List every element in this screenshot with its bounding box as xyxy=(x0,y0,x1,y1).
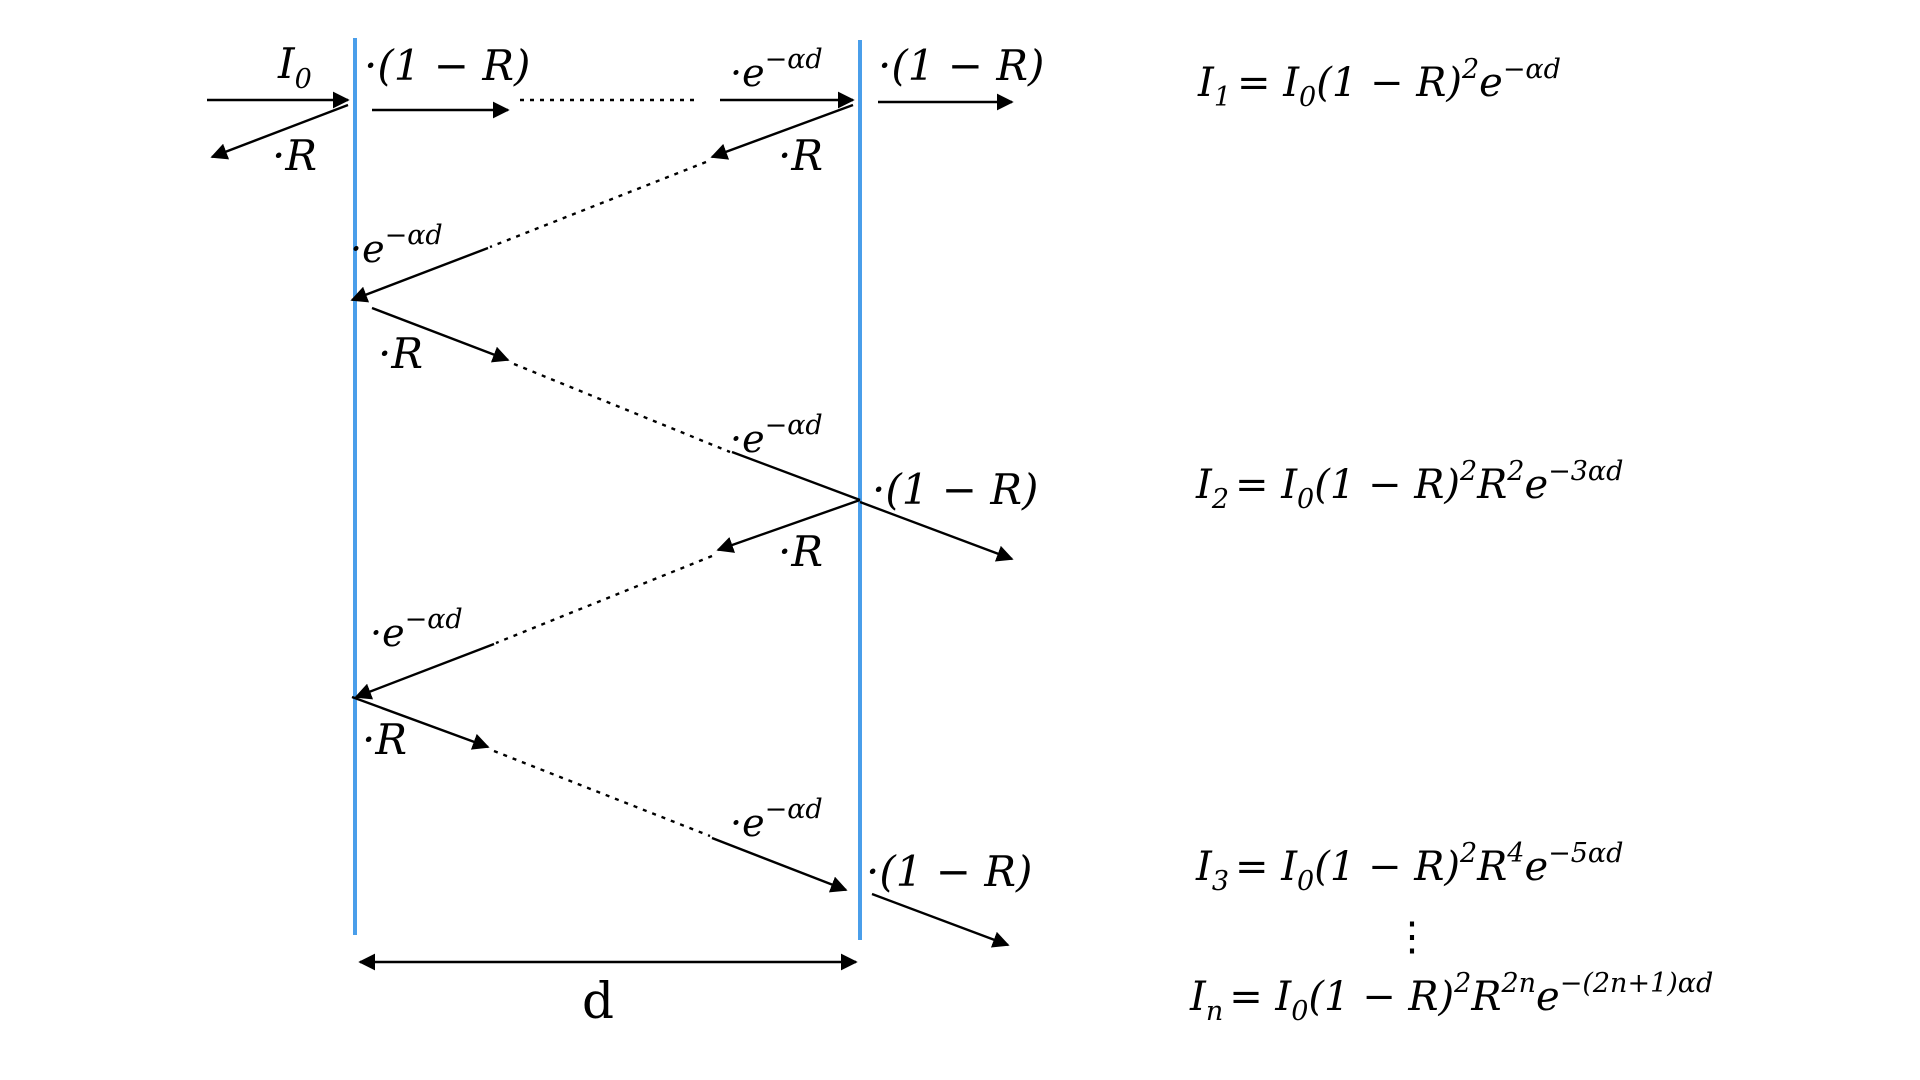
dashed-path-5 xyxy=(493,749,711,838)
transmit-label-3: ·(1 − R) xyxy=(872,465,1038,514)
atten-label-3: ·e−αd xyxy=(730,410,823,461)
reflected-ray-left-2 xyxy=(351,695,490,750)
output-ray-3 xyxy=(871,892,1010,948)
reflected-ray-right-2 xyxy=(716,498,861,553)
dashed-path-4 xyxy=(495,554,713,645)
attenuated-ray-3 xyxy=(731,450,861,502)
equation-1: I1= I0(1 − R)2e−αd xyxy=(1197,54,1561,113)
transmit-label-2: ·(1 − R) xyxy=(878,41,1044,90)
atten-label-1: ·e−αd xyxy=(730,44,823,95)
output-ray-2 xyxy=(859,500,1014,562)
reflect-label-2: ·R xyxy=(778,131,823,180)
reflect-label-5: ·R xyxy=(362,715,407,764)
atten-label-4: ·e−αd xyxy=(370,604,463,655)
dashed-path-2 xyxy=(489,160,707,249)
transmit-label-4: ·(1 − R) xyxy=(866,847,1032,896)
atten-label-2: ·e−αd xyxy=(350,220,443,271)
attenuated-ray-5 xyxy=(711,836,848,893)
vertical-ellipsis: ⋮ xyxy=(1392,914,1432,960)
reflected-ray-top xyxy=(210,103,349,160)
incident-label: I0 xyxy=(277,39,312,95)
reflected-ray-right-1 xyxy=(710,103,854,160)
equation-n: In= I0(1 − R)2R2ne−(2n+1)αd xyxy=(1189,968,1713,1027)
attenuated-ray-2 xyxy=(350,246,489,303)
atten-label-5: ·e−αd xyxy=(730,794,823,845)
reflect-label-3: ·R xyxy=(378,329,423,378)
dashed-path-3 xyxy=(513,362,731,454)
equation-3: I3= I0(1 − R)2R4e−5αd xyxy=(1195,838,1623,897)
attenuated-ray-4 xyxy=(354,642,495,700)
reflected-ray-left-1 xyxy=(371,306,510,363)
transmit-label-1: ·(1 − R) xyxy=(364,41,530,90)
reflect-label-1: ·R xyxy=(272,131,317,180)
reflect-label-4: ·R xyxy=(778,527,823,576)
thickness-label: d xyxy=(582,972,614,1030)
equation-2: I2= I0(1 − R)2R2e−3αd xyxy=(1195,456,1623,515)
